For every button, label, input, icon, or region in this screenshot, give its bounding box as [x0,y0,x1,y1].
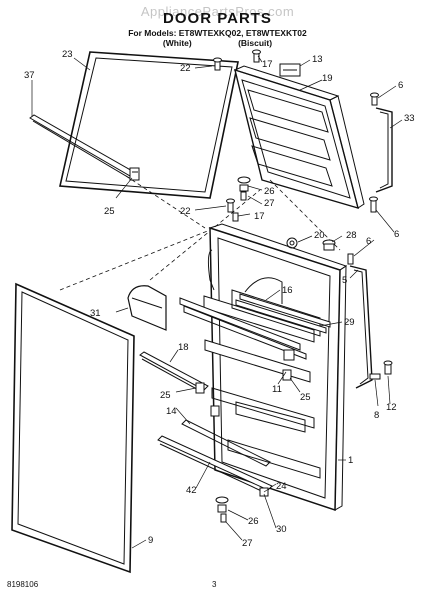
refrigerator-door-gasket [11,282,135,574]
callout-30: 30 [276,524,287,535]
callout-9: 9 [148,535,153,546]
callout-23: 23 [62,49,73,60]
shelf-clips [195,349,295,417]
callout-26a: 26 [264,186,275,197]
color-biscuit-label: (Biscuit) [238,38,273,48]
bushing-and-cap [286,237,354,265]
callout-25a: 25 [104,206,115,217]
lower-shelf-bar [139,351,209,394]
callout-25b: 25 [160,390,171,401]
callout-12: 12 [386,402,397,413]
callout-14: 14 [166,406,177,417]
callout-27b: 27 [242,538,253,549]
models-line: For Models: ET8WTEXKQ02, ET8WTEXKT02 [128,28,307,38]
callout-27a: 27 [264,198,275,209]
callout-1: 1 [348,455,353,466]
hinge-cover [279,63,301,77]
freezer-door-gasket [59,51,239,199]
bottom-shelf-bar [157,419,273,495]
middle-screws [226,198,239,222]
upper-screws [213,49,379,213]
callout-6c: 6 [366,236,371,247]
callout-22b: 22 [180,206,191,217]
freezer-door-handle [375,107,393,193]
freezer-strip-clip [129,167,140,181]
callout-19: 19 [322,73,333,84]
callout-6a: 6 [398,80,403,91]
callout-31: 31 [90,308,101,319]
callout-24: 24 [276,481,287,492]
freezer-door-panel [233,65,365,210]
callout-17b: 17 [254,211,265,222]
callout-26b: 26 [248,516,259,527]
callout-8: 8 [374,410,379,421]
callout-37: 37 [24,70,35,81]
callout-5: 5 [342,275,347,286]
document-number: 8198106 [7,580,39,589]
callout-17a: 17 [262,59,273,70]
callout-numbers: 23 37 22 17 13 19 6 33 25 26 27 22 17 6 … [24,49,415,549]
callout-11: 11 [272,384,282,395]
callout-6b: 6 [394,229,399,240]
freezer-breaker-strip [29,114,135,180]
dairy-compartment-door [127,285,167,331]
callout-leaders [31,55,403,549]
assembly-guide-lines [59,175,341,291]
upper-cam-assembly [237,176,251,201]
page-title: DOOR PARTS [163,10,272,27]
callout-13: 13 [312,54,323,65]
color-white-label: (White) [162,38,192,48]
shelf-bars [179,293,331,360]
callout-18: 18 [178,342,189,353]
handle-screws [369,360,393,380]
page-number: 3 [212,580,217,589]
callout-33: 33 [404,113,415,124]
callout-22a: 22 [180,63,191,74]
callout-16: 16 [282,285,293,296]
callout-25c: 25 [300,392,311,403]
callout-28: 28 [346,230,357,241]
model-colors: (White) (Biscuit) [0,38,435,48]
callout-20: 20 [314,230,325,241]
watermark: AppliancePartsPros.com [140,4,295,19]
callout-42: 42 [186,485,197,496]
callout-29: 29 [344,317,355,328]
refrigerator-door-handle [349,265,373,389]
